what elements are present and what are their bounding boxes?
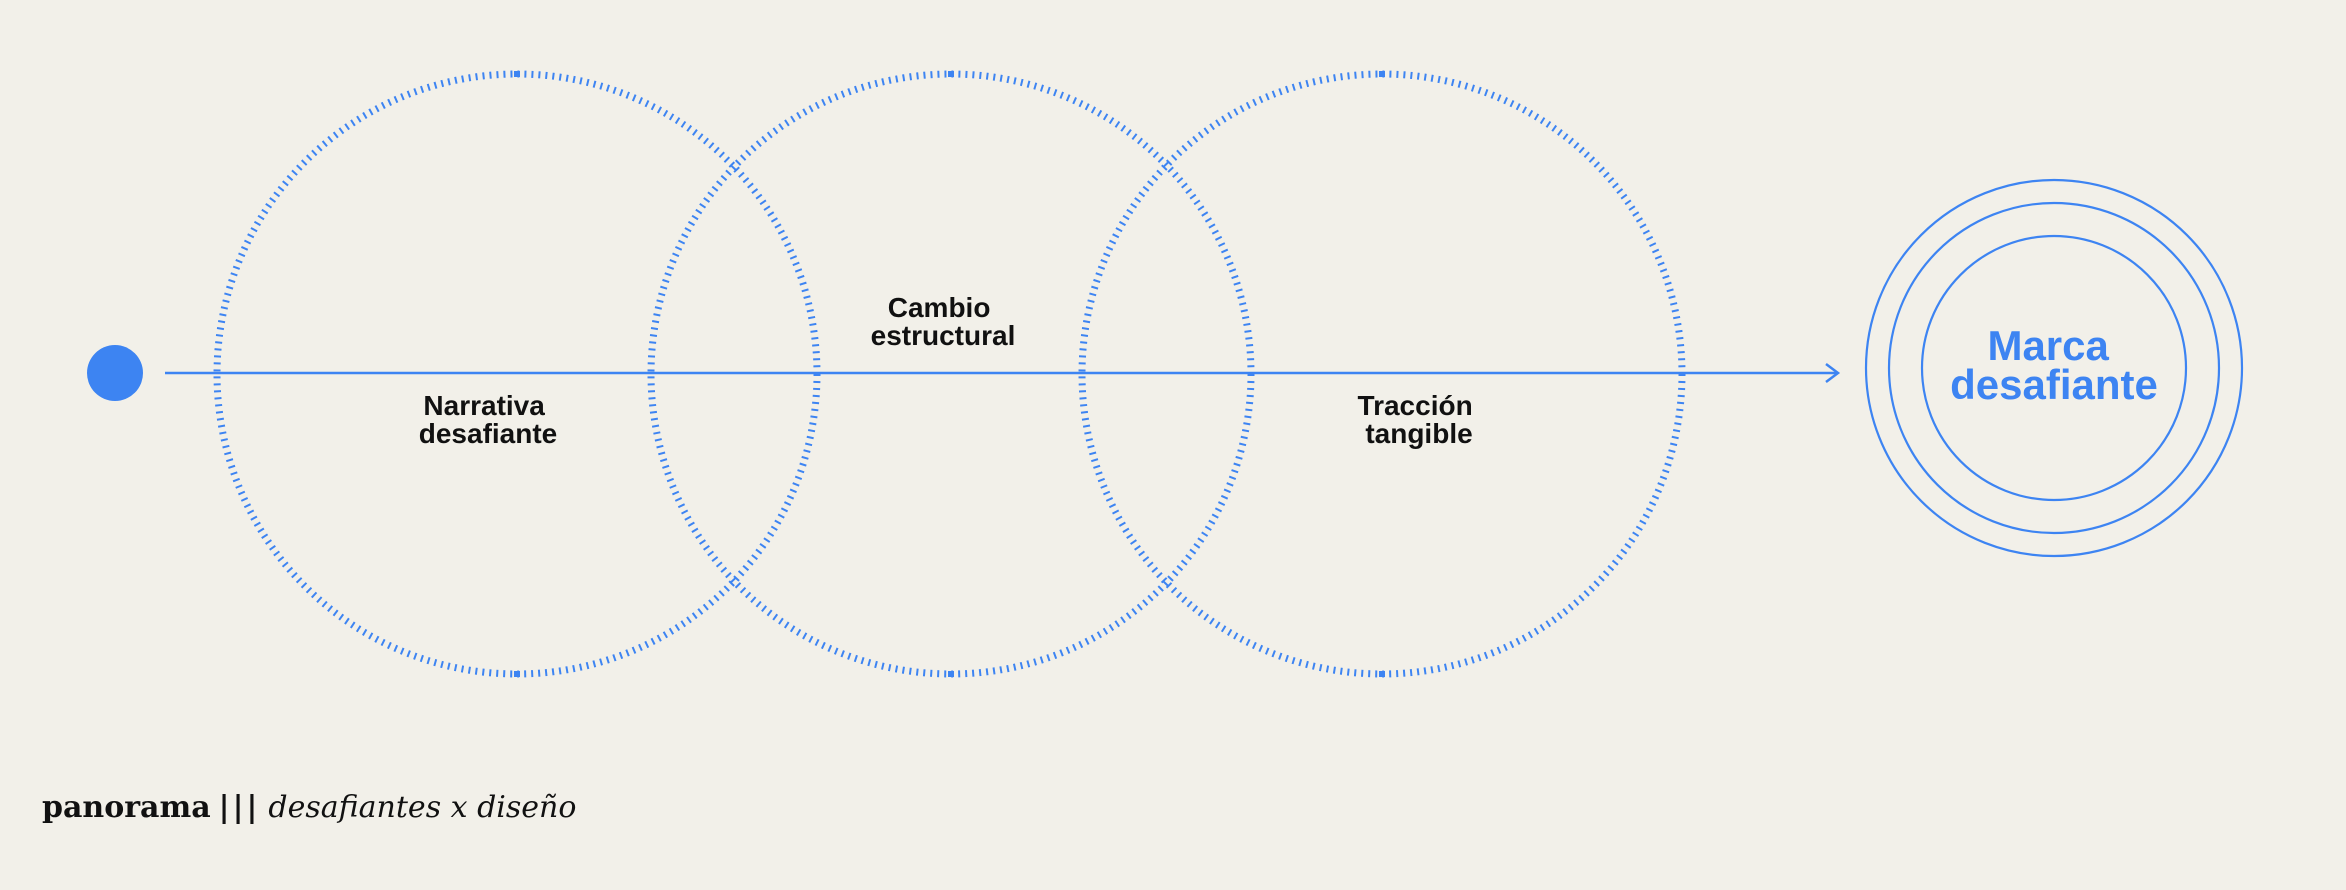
arrow-head-icon bbox=[1825, 363, 1841, 383]
stage-label-cambio: Cambio estructural bbox=[871, 292, 1016, 351]
stage-circle-narrativa bbox=[213, 70, 821, 678]
brand-separator: ||| bbox=[218, 790, 261, 825]
start-dot bbox=[87, 345, 143, 401]
target-label: Marca desafiante bbox=[1950, 322, 2158, 408]
footer-brand: panorama|||desafiantes x diseño bbox=[42, 790, 576, 825]
stage-circle-traccion bbox=[1078, 70, 1686, 678]
brand-tagline: desafiantes x diseño bbox=[268, 790, 577, 825]
stage-label-narrativa: Narrativa desafiante bbox=[419, 390, 558, 449]
stage-label-traccion: Tracción tangible bbox=[1358, 390, 1481, 449]
brand-name: panorama bbox=[42, 790, 211, 825]
stage-circle-cambio bbox=[647, 70, 1255, 678]
target-rings bbox=[1864, 178, 2244, 558]
